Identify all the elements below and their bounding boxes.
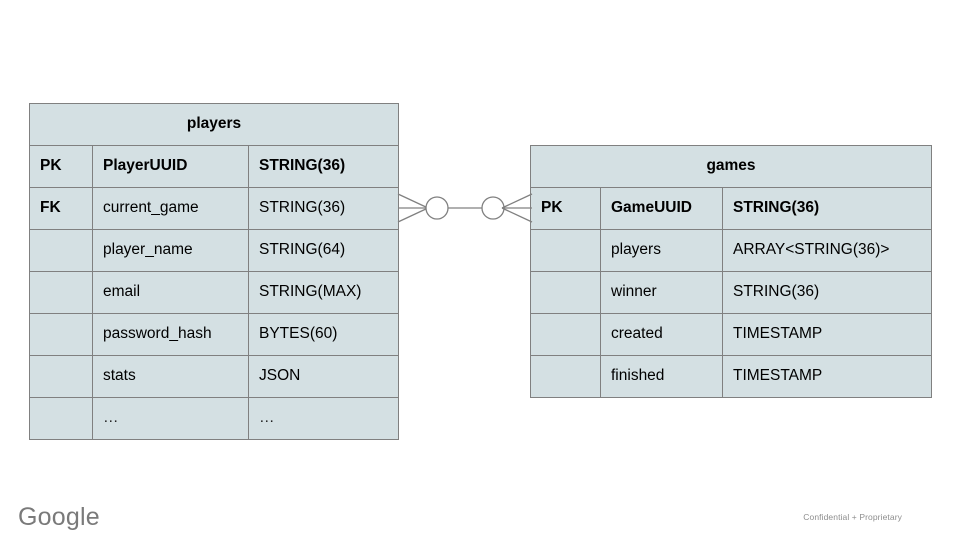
games-table-title: games [530,145,932,188]
crowsfoot-left-upper-prong [397,193,429,209]
row-key: PK [530,187,601,230]
row-field: PlayerUUID [92,145,249,188]
table-row[interactable]: … … [29,397,400,440]
crowsfoot-left-lower-prong [397,207,429,223]
row-key: FK [29,187,93,230]
row-type: STRING(64) [247,229,400,272]
row-key [29,313,93,356]
table-row[interactable]: created TIMESTAMP [530,313,932,356]
row-type: STRING(36) [247,145,400,188]
row-field: winner [600,271,723,314]
row-field: stats [92,355,249,398]
row-field: player_name [92,229,249,272]
relationship-connector-many-to-many [397,193,533,223]
row-key [530,271,601,314]
row-type: … [247,397,400,440]
row-key [29,271,93,314]
row-key [530,313,601,356]
row-type: TIMESTAMP [722,313,932,356]
table-row[interactable]: stats JSON [29,355,400,398]
row-key [530,355,601,398]
players-table-title: players [28,103,400,146]
table-row[interactable]: email STRING(MAX) [29,271,400,314]
row-field: created [600,313,723,356]
table-row[interactable]: PK GameUUID STRING(36) [530,187,932,230]
row-key [29,397,93,440]
table-row[interactable]: player_name STRING(64) [29,229,400,272]
table-row[interactable]: password_hash BYTES(60) [29,313,400,356]
row-type: JSON [247,355,400,398]
row-field: current_game [92,187,249,230]
row-field: finished [600,355,723,398]
table-row[interactable]: winner STRING(36) [530,271,932,314]
row-field: GameUUID [600,187,723,230]
row-field: email [92,271,249,314]
row-type: ARRAY<STRING(36)> [722,229,932,272]
row-key [530,229,601,272]
row-field: players [600,229,723,272]
table-title-row: games [530,145,932,188]
row-type: STRING(36) [247,187,400,230]
confidential-notice: Confidential + Proprietary [803,512,902,522]
cardinality-circle-left [425,196,449,220]
table-row[interactable]: PK PlayerUUID STRING(36) [29,145,400,188]
row-key [29,229,93,272]
row-type: STRING(36) [722,187,932,230]
google-logo: Google [18,503,100,531]
er-table-games[interactable]: games PK GameUUID STRING(36) players ARR… [530,145,932,398]
row-type: STRING(MAX) [247,271,400,314]
er-table-players[interactable]: players PK PlayerUUID STRING(36) FK curr… [28,103,400,440]
cardinality-circle-right [481,196,505,220]
table-row[interactable]: finished TIMESTAMP [530,355,932,398]
row-type: TIMESTAMP [722,355,932,398]
row-key [29,355,93,398]
crowsfoot-right-lower-prong [501,207,533,223]
row-field: password_hash [92,313,249,356]
crowsfoot-right-upper-prong [501,193,533,209]
table-row[interactable]: FK current_game STRING(36) [29,187,400,230]
row-type: STRING(36) [722,271,932,314]
row-field: … [92,397,249,440]
table-title-row: players [28,103,400,146]
row-key: PK [29,145,93,188]
table-row[interactable]: players ARRAY<STRING(36)> [530,229,932,272]
row-type: BYTES(60) [247,313,400,356]
